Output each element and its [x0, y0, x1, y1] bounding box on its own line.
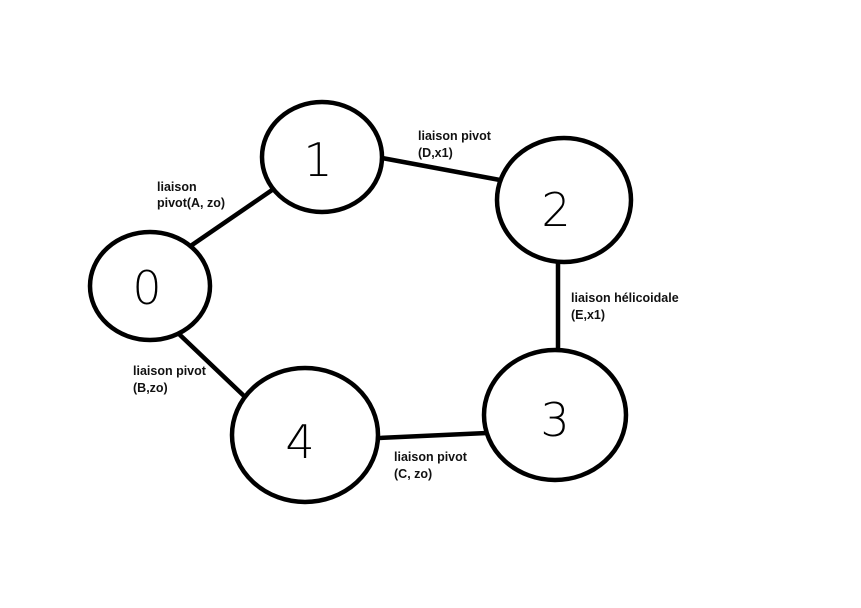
- edge-label-0-1-line2: pivot(A, zo): [157, 196, 225, 210]
- edge-label-3-4-line1: liaison pivot: [394, 450, 468, 464]
- node-1: 1: [259, 99, 385, 215]
- edge-label-3-4: liaison pivot (C, zo): [394, 450, 468, 481]
- node-1-label: 1: [303, 133, 332, 187]
- node-2: 2: [494, 135, 634, 265]
- edge-label-1-2: liaison pivot (D,x1): [418, 129, 492, 160]
- node-0: 0: [87, 229, 213, 343]
- edge-label-3-4-line2: (C, zo): [394, 467, 432, 481]
- edge-3-4: [375, 430, 490, 441]
- node-3-label: 3: [540, 393, 569, 447]
- edge-label-4-0-line2: (B,zo): [133, 381, 168, 395]
- edge-1-2: [379, 155, 503, 183]
- node-2-label: 2: [541, 183, 570, 237]
- edge-0-1: [189, 185, 278, 248]
- edge-4-0: [177, 332, 246, 398]
- edge-label-0-1: liaison pivot(A, zo): [157, 180, 225, 210]
- edge-label-4-0: liaison pivot (B,zo): [133, 364, 207, 395]
- edge-label-2-3: liaison hélicoidale (E,x1): [571, 291, 679, 322]
- edge-label-4-0-line1: liaison pivot: [133, 364, 207, 378]
- edge-label-0-1-line1: liaison: [157, 180, 197, 194]
- edge-label-2-3-line1: liaison hélicoidale: [571, 291, 679, 305]
- node-0-label: 0: [132, 261, 161, 315]
- edge-label-1-2-line2: (D,x1): [418, 146, 453, 160]
- edge-label-2-3-line2: (E,x1): [571, 308, 605, 322]
- node-3: 3: [481, 347, 629, 483]
- node-4: 4: [229, 365, 381, 505]
- edge-label-1-2-line1: liaison pivot: [418, 129, 492, 143]
- node-4-label: 4: [285, 415, 314, 469]
